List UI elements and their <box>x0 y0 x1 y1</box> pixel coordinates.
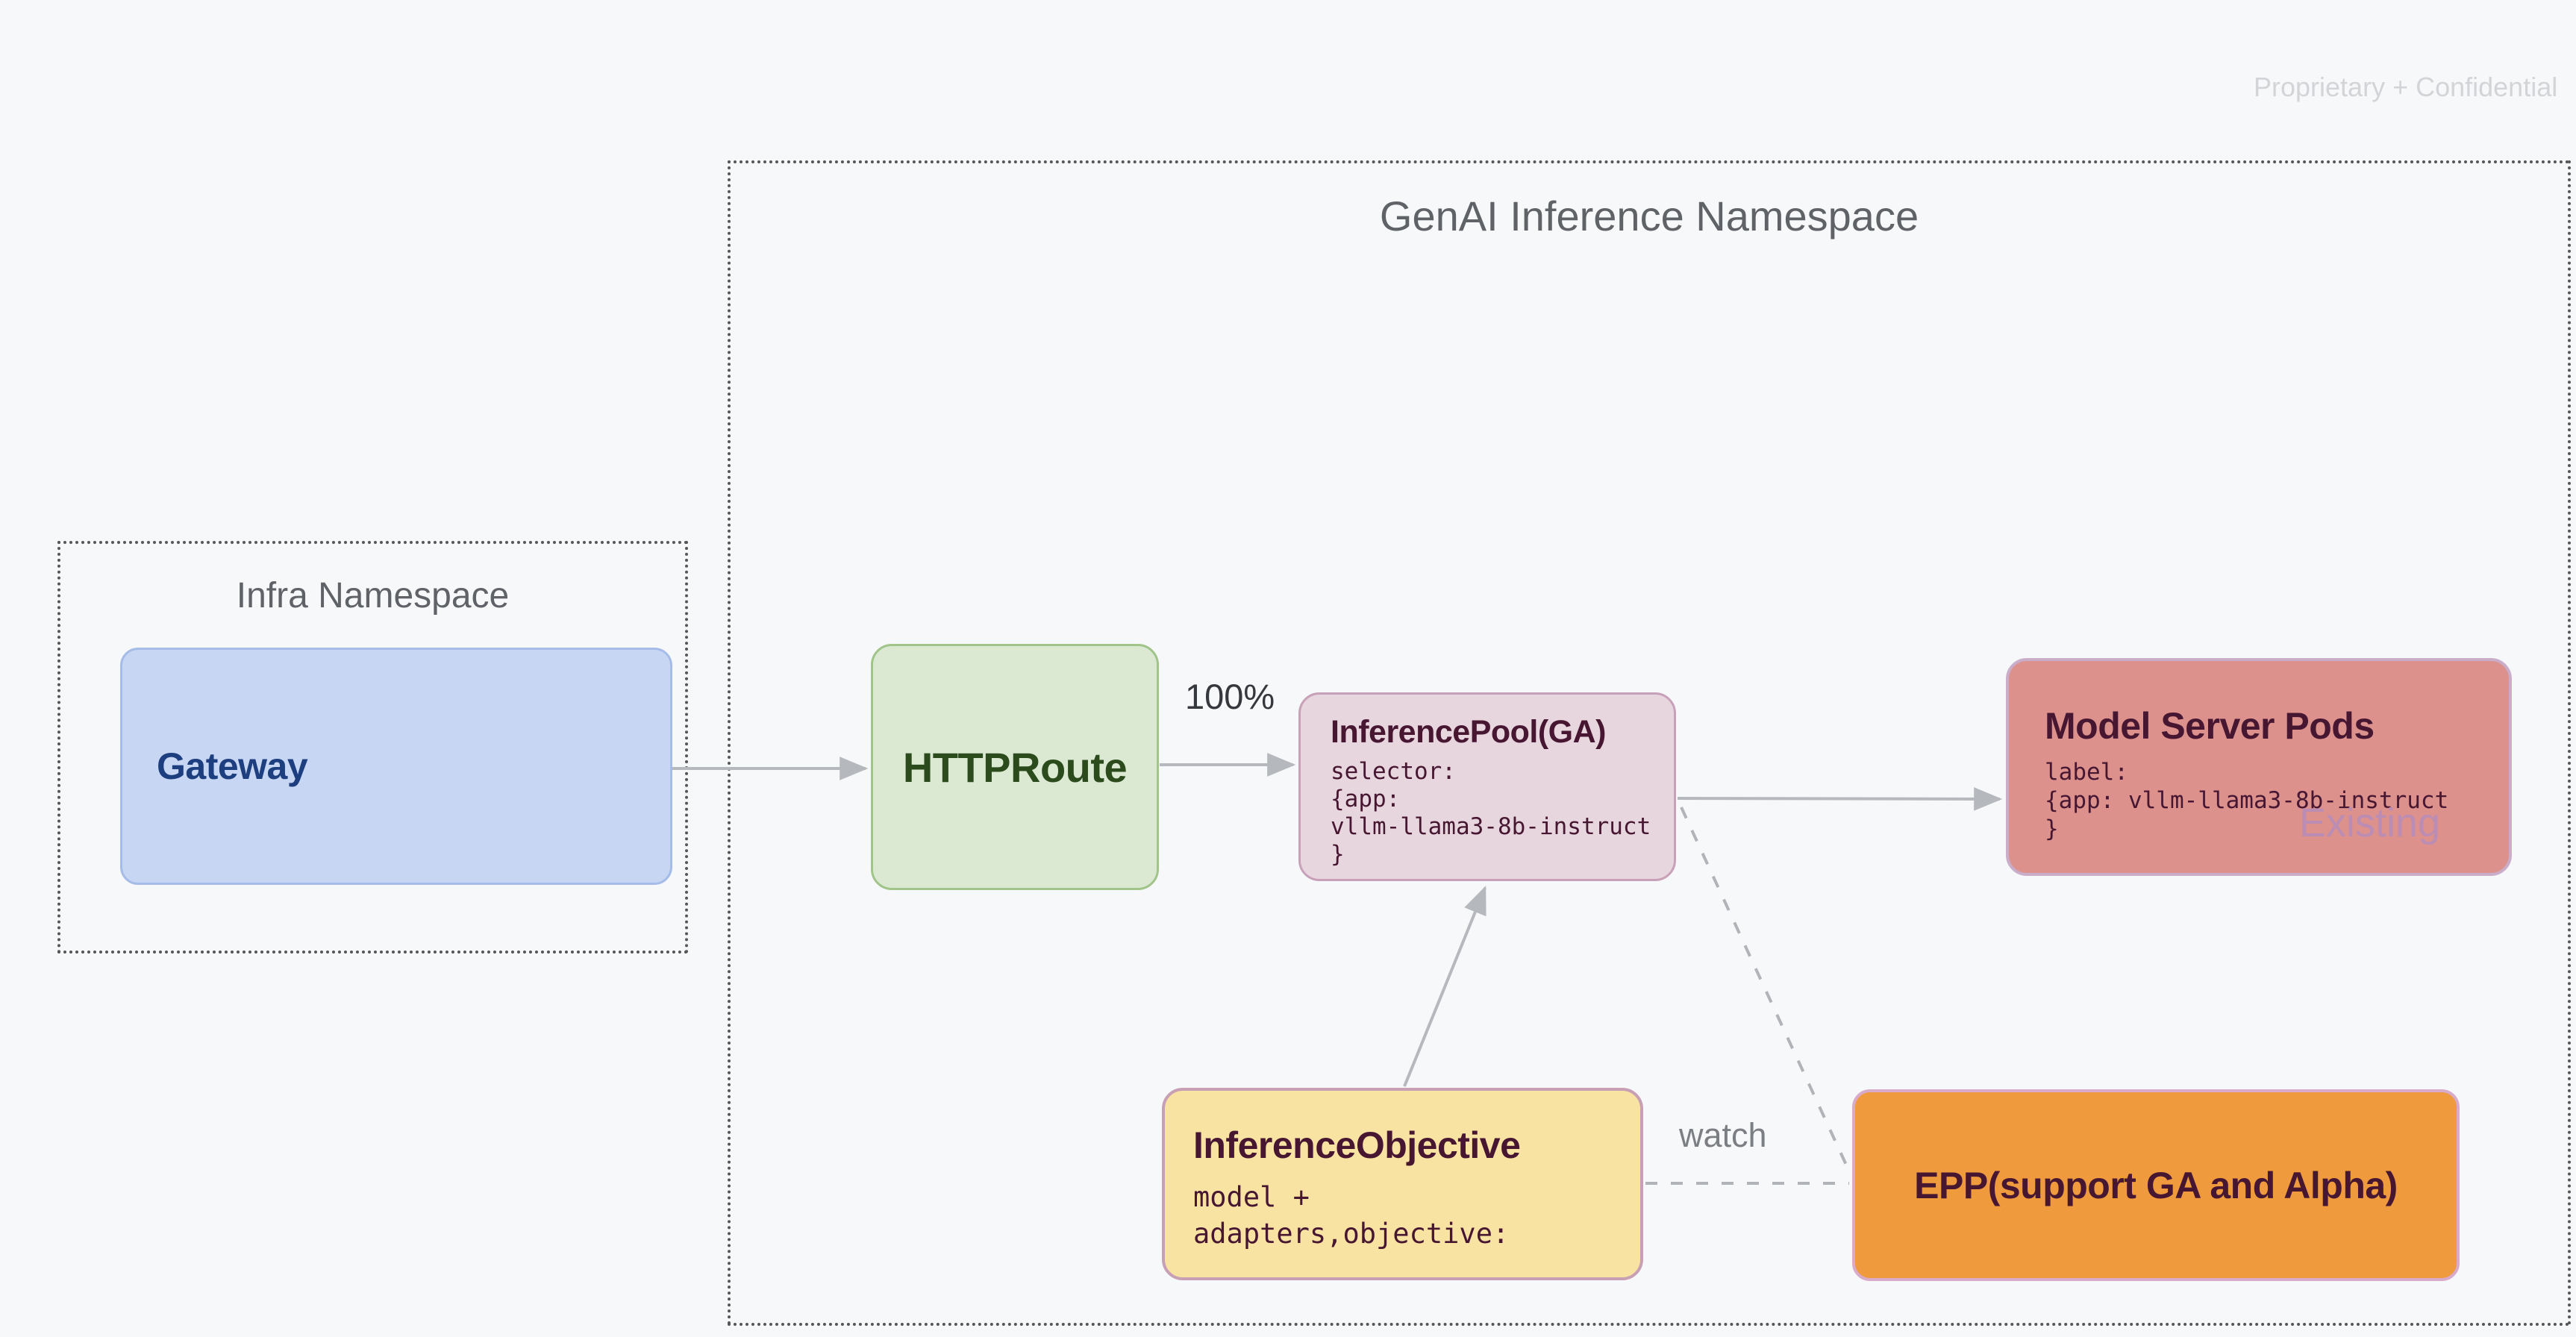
model-server-pods-node: Model Server Pods label: {app: vllm-llam… <box>2006 658 2512 876</box>
inference-pool-node: InferencePool(GA) selector: {app: vllm-l… <box>1298 692 1676 881</box>
inference-pool-selector-code: selector: {app: vllm-llama3-8b-instruct … <box>1331 758 1651 868</box>
epp-node: EPP(support GA and Alpha) <box>1852 1089 2460 1281</box>
route-weight-label: 100% <box>1185 677 1275 716</box>
infra-namespace-box: Infra Namespace <box>57 541 688 954</box>
genai-namespace-title: GenAI Inference Namespace <box>1379 192 1919 239</box>
confidentiality-watermark: Proprietary + Confidential <box>2254 72 2558 102</box>
inference-pool-node-title: InferencePool(GA) <box>1331 714 1607 750</box>
inference-objective-node-title: InferenceObjective <box>1193 1124 1521 1166</box>
httproute-node: HTTPRoute <box>871 644 1159 890</box>
genai-namespace-box: GenAI Inference Namespace <box>728 160 2571 1326</box>
model-server-pods-node-title: Model Server Pods <box>2045 705 2375 747</box>
existing-status-tag: Existing <box>2298 801 2440 845</box>
infra-namespace-title: Infra Namespace <box>236 576 510 616</box>
inference-objective-code: model + adapters,objective: <box>1193 1181 1510 1250</box>
watch-label: watch <box>1679 1116 1767 1154</box>
httproute-node-label: HTTPRoute <box>902 743 1128 791</box>
epp-node-label: EPP(support GA and Alpha) <box>1914 1164 2398 1206</box>
inference-objective-node: InferenceObjective model + adapters,obje… <box>1162 1088 1643 1280</box>
model-server-pods-label-code: label: {app: vllm-llama3-8b-instruct } <box>2045 759 2449 842</box>
gateway-node-label: Gateway <box>157 745 308 787</box>
gateway-node: Gateway <box>120 648 672 885</box>
